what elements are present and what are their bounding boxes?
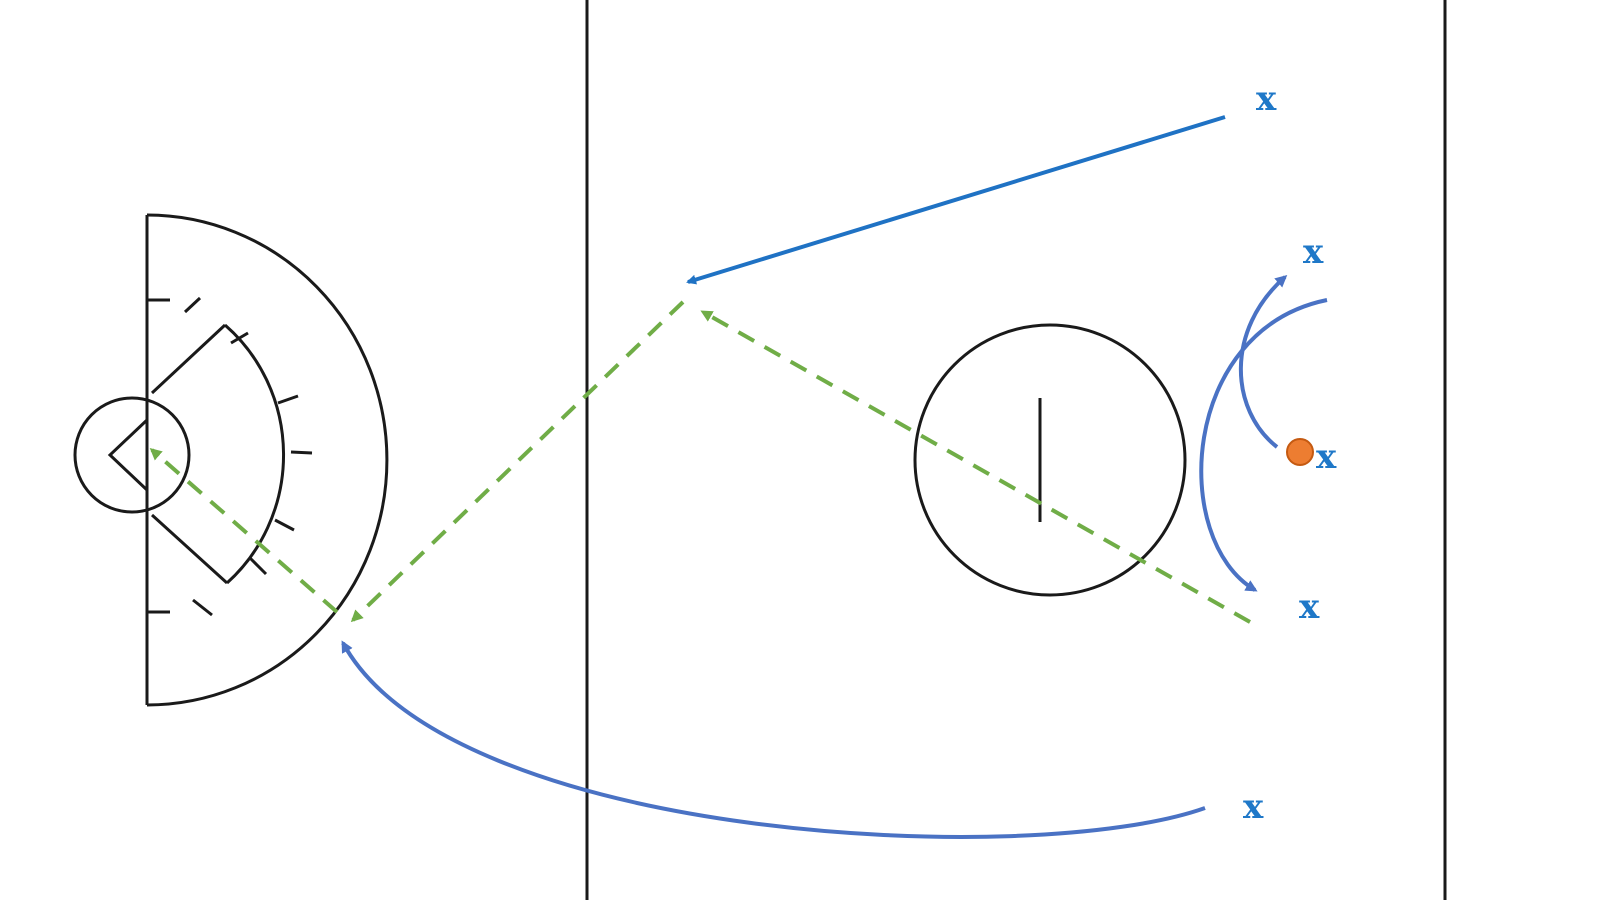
field-lines: [73, 0, 1447, 900]
run-arrow-up: [1238, 275, 1288, 449]
players: x x x x x: [1243, 79, 1337, 827]
fan-lines: [150, 323, 227, 395]
run-arrow-bottom: [341, 640, 1206, 839]
goal-cage: [107, 418, 149, 492]
pass-arrow: [700, 310, 1251, 624]
ball-icon: [1286, 438, 1314, 466]
hash-marks: [147, 296, 313, 617]
player-bottom: x: [1243, 787, 1264, 827]
eight-meter-arc: [146, 213, 389, 707]
goal-circle: [73, 396, 191, 514]
pass-arrow: [350, 300, 685, 623]
fan-lines: [150, 513, 229, 585]
player-top: x: [1256, 79, 1277, 119]
cut-arrow: [686, 115, 1226, 285]
twelve-meter-fan: [224, 323, 285, 585]
pass-arrow: [149, 448, 339, 614]
run-arrow-down: [1199, 298, 1328, 592]
center-circle: [913, 323, 1187, 597]
pass-lines: [149, 300, 1251, 624]
run-arrows: [341, 275, 1328, 839]
player-upper-wing: x: [1303, 232, 1324, 272]
player-lower-wing: x: [1299, 587, 1320, 627]
player-ball-carrier: x: [1316, 437, 1337, 477]
